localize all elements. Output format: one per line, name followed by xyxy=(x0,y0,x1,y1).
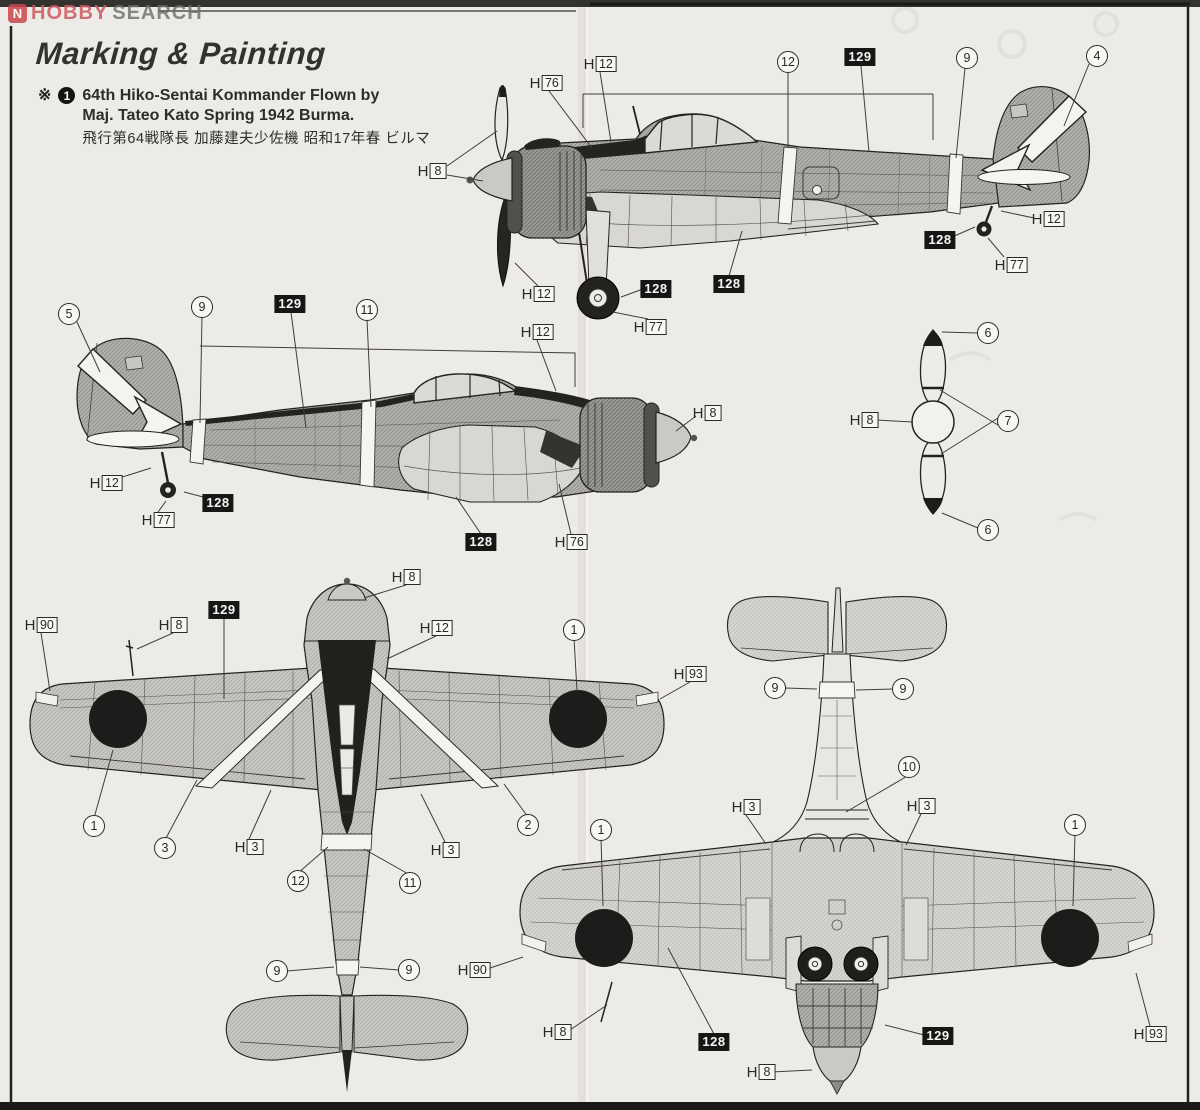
watermark-brand-hobby: HOBBY xyxy=(31,2,109,24)
callout-leader-lines xyxy=(40,63,1151,1073)
scheme-line-1: 64th Hiko-Sentai Kommander Flown by xyxy=(82,87,380,104)
scan-bleedthrough xyxy=(891,6,1119,522)
view-side-right xyxy=(466,85,1091,320)
hobbysearch-logo-icon: N xyxy=(8,4,27,23)
watermark-brand-search: SEARCH xyxy=(112,2,203,24)
hobbysearch-watermark: N HOBBY SEARCH xyxy=(8,2,203,25)
scheme-line-2: Maj. Tateo Kato Spring 1942 Burma. xyxy=(82,107,355,124)
scheme-number-badge: 1 xyxy=(58,87,76,104)
view-propeller xyxy=(911,329,955,515)
view-bottom xyxy=(519,587,1155,1095)
scheme-caption: ※ 1 64th Hiko-Sentai Kommander Flown by … xyxy=(38,86,430,149)
view-side-left xyxy=(76,337,698,503)
view-top xyxy=(29,577,665,1092)
reference-symbol: ※ xyxy=(38,87,52,104)
page-title: Marking & Painting xyxy=(34,36,328,71)
scheme-line-jp: 飛行第64戦隊長 加藤建夫少佐機 昭和17年春 ビルマ xyxy=(82,131,431,147)
